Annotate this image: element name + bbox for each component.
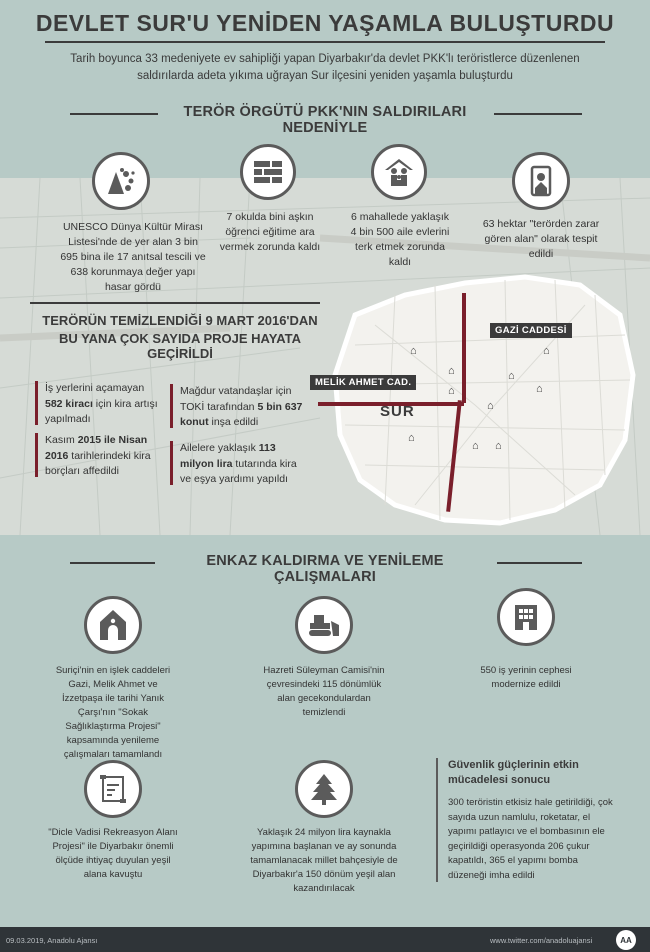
- gate-icon: [84, 596, 142, 654]
- footer-url[interactable]: www.twitter.com/anadoluajansi: [490, 936, 593, 945]
- section1-item-2-text: 7 okulda bini aşkın öğrenci eğitime ara …: [219, 211, 321, 253]
- map-pin-hand-icon: [512, 152, 570, 210]
- section1-rule-left: [70, 113, 158, 115]
- security-text: 300 teröristin etkisiz hale getirildiği,…: [448, 797, 613, 881]
- fact-4-bar: [170, 441, 173, 485]
- section2-heading-line2: BU YANA ÇOK SAYIDA PROJE HAYATA GEÇİRİLD…: [58, 331, 301, 361]
- mosque-icon: ⌂: [448, 385, 455, 397]
- gazi-caddesi-road-upper: [462, 293, 466, 403]
- family-house-icon: [371, 144, 427, 200]
- fact-4-text: Ailelere yaklaşık 113 milyon lira tutarı…: [180, 442, 297, 485]
- building-icon: [497, 588, 555, 646]
- mosque-icon: ⌂: [448, 365, 455, 377]
- fact-2-bar: [170, 384, 173, 428]
- footer-date: 09.03.2019, Anadolu Ajansı: [6, 936, 98, 945]
- fact-3-bar: [35, 433, 38, 477]
- fact-1-text: İş yerlerini açamayan 582 kiracı için ki…: [45, 382, 158, 425]
- mosque-icon: ⌂: [543, 345, 550, 357]
- tree-icon: [295, 760, 353, 818]
- mosque-icon: ⌂: [536, 383, 543, 395]
- footer: [0, 927, 650, 952]
- fact-3-text: Kasım 2015 ile Nisan 2016 tarihlerindeki…: [45, 434, 151, 477]
- blueprint-icon: [84, 760, 142, 818]
- intro-text: Tarih boyunca 33 medeniyete ev sahipliği…: [70, 53, 580, 82]
- security-heading: Güvenlik güçlerinin etkin mücadelesi son…: [448, 759, 579, 786]
- aa-logo-text: AA: [620, 935, 632, 945]
- house-icon: ⌂: [408, 432, 415, 444]
- bricks-icon: [240, 144, 296, 200]
- house-icon: ⌂: [472, 440, 479, 452]
- section1-item-3-text: 6 mahallede yaklaşık 4 bin 500 aile evle…: [350, 211, 450, 268]
- section3-item-2-text: Hazreti Süleyman Camisi'nin çevresindeki…: [263, 665, 385, 718]
- street-lines: [0, 177, 650, 536]
- sur-district-map: [332, 274, 636, 526]
- section1-heading: TERÖR ÖRGÜTÜ PKK'NIN SALDIRILARI NEDENİY…: [183, 104, 467, 136]
- sur-label: SUR: [380, 403, 415, 420]
- melik-ahmet-label: MELİK AHMET CAD.: [310, 375, 417, 390]
- house-icon: ⌂: [495, 440, 502, 452]
- section3-item-1-text: Suriçi'nin en işlek caddeleri Gazi, Meli…: [55, 665, 171, 760]
- rubble-icon: [92, 152, 150, 210]
- gazi-caddesi-label: GAZİ CADDESİ: [490, 323, 572, 338]
- mosque-icon: ⌂: [508, 370, 515, 382]
- section1-item-1-text: UNESCO Dünya Kültür Mirası Listesi'nde d…: [60, 221, 206, 293]
- bulldozer-icon: [295, 596, 353, 654]
- section2-rule: [30, 302, 320, 304]
- house-icon: ⌂: [487, 400, 494, 412]
- fact-1-bar: [35, 381, 38, 425]
- aa-logo: AA: [616, 930, 636, 950]
- section2-heading-line1: TERÖRÜN TEMİZLENDİĞİ 9 MART 2016'DAN: [42, 313, 318, 328]
- section3-item-3-text: 550 iş yerinin cephesi modernize edildi: [480, 665, 572, 690]
- section3-item-4-text: "Dicle Vadisi Rekreasyon Alanı Projesi" …: [48, 827, 178, 880]
- section1-rule-right: [494, 113, 582, 115]
- security-bar: [436, 758, 438, 882]
- page-title: DEVLET SUR'U YENİDEN YAŞAMLA BULUŞTURDU: [35, 10, 615, 36]
- fact-2-text: Mağdur vatandaşlar için TOKİ tarafından …: [180, 385, 303, 428]
- section3-rule-left: [70, 562, 155, 564]
- mosque-icon: ⌂: [410, 345, 417, 357]
- section3-rule-right: [497, 562, 582, 564]
- section3-item-5-text: Yaklaşık 24 milyon lira kaynakla yapımın…: [250, 827, 398, 894]
- melik-ahmet-road: [318, 402, 464, 406]
- section3-heading: ENKAZ KALDIRMA VE YENİLEME ÇALIŞMALARI: [206, 553, 444, 585]
- section1-item-4-text: 63 hektar "terörden zarar gören alan" ol…: [482, 218, 600, 260]
- title-underline: [45, 41, 605, 43]
